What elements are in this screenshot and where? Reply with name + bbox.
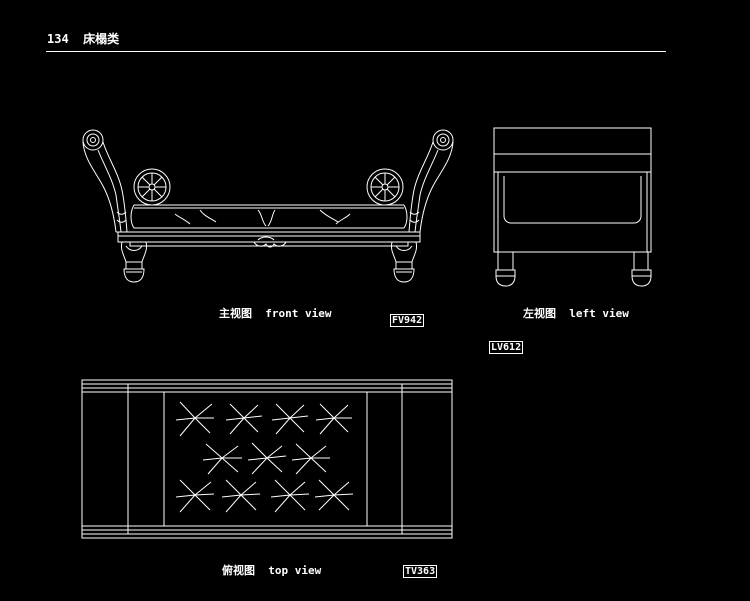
front-right-arm <box>409 130 453 232</box>
page-header: 134 床榻类 <box>47 33 119 46</box>
section-title: 床榻类 <box>83 32 120 46</box>
top-view-label-cn: 俯视图 <box>222 564 255 577</box>
header-rule <box>46 51 666 52</box>
front-left-leg <box>121 242 146 282</box>
left-view-drawing <box>494 128 651 286</box>
left-view-body <box>494 128 651 252</box>
front-left-bolster <box>134 169 170 205</box>
front-view-drawing <box>83 130 453 282</box>
top-view-label: 俯视图 top view <box>222 564 321 577</box>
left-view-label-en: left view <box>569 307 629 320</box>
front-view-label-cn: 主视图 <box>219 307 252 320</box>
front-seat-cushion <box>131 205 407 228</box>
front-view-label-en: front view <box>265 307 332 320</box>
top-view-code: TV363 <box>403 565 438 578</box>
left-view-code: LV612 <box>489 341 524 354</box>
left-view-label-cn: 左视图 <box>523 307 556 320</box>
top-view-label-en: top view <box>268 564 322 577</box>
left-view-leg-left <box>496 252 515 286</box>
front-view-code: FV942 <box>390 314 425 327</box>
left-view-leg-right <box>632 252 651 286</box>
top-view-tufts <box>176 402 353 512</box>
front-right-bolster <box>367 169 403 205</box>
front-view-label: 主视图 front view <box>219 307 331 320</box>
page-number: 134 <box>47 32 69 46</box>
front-frame <box>118 232 420 247</box>
front-right-leg <box>391 242 416 282</box>
front-left-arm <box>83 130 127 232</box>
left-view-label: 左视图 left view <box>523 307 629 320</box>
top-view-outline <box>82 380 452 538</box>
top-view-drawing <box>82 380 452 538</box>
